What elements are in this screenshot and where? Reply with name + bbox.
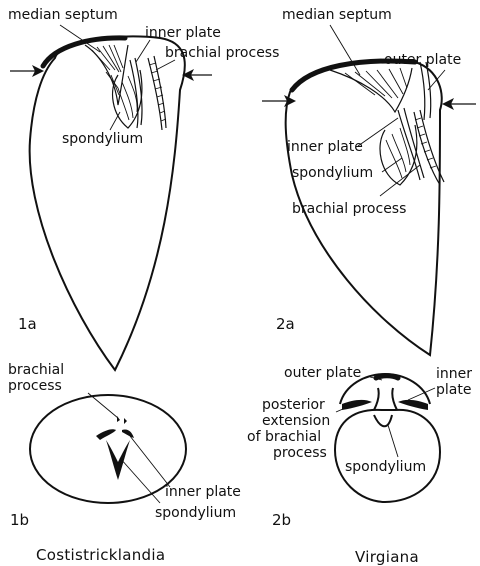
brachial-process-1b bbox=[117, 416, 127, 424]
section-arrow-right-1a bbox=[182, 69, 212, 81]
shell-outline-1a bbox=[30, 36, 185, 370]
figure-1a: median septum inner plate brachial proce… bbox=[8, 7, 279, 370]
median-septum-hatching-2a bbox=[345, 68, 407, 98]
outer-plate-thick-2b bbox=[376, 376, 398, 378]
leader-brachial-process-1b bbox=[88, 393, 118, 418]
leader-spondylium-1b bbox=[120, 458, 160, 503]
section-arrow-right-2a bbox=[442, 98, 476, 110]
figure-2a: median septum outer plate inner plate sp… bbox=[262, 7, 476, 355]
figure-number-1a: 1a bbox=[18, 315, 37, 333]
spondylium-2b bbox=[374, 388, 397, 426]
brachial-process-1a bbox=[148, 56, 166, 130]
label-posterior-2b: posterior bbox=[262, 397, 325, 413]
label-inner-plate-1a: inner plate bbox=[145, 25, 221, 41]
section-arrow-left-2a bbox=[262, 95, 296, 107]
leader-outer-plate-2a bbox=[428, 70, 445, 90]
genus-right: Virgiana bbox=[355, 548, 419, 566]
section-arrow-left-1a bbox=[10, 65, 44, 77]
posterior-extension-left-2b bbox=[342, 400, 372, 410]
inner-plate-1b bbox=[96, 429, 134, 440]
label-inner-plate-2a: inner plate bbox=[287, 139, 363, 155]
label-brachial-1b: brachial bbox=[8, 362, 64, 378]
median-septum-hatching-1a bbox=[92, 45, 123, 95]
median-septum-1a bbox=[85, 45, 128, 105]
median-septum-2a bbox=[330, 68, 412, 112]
posterior-extension-right-2b bbox=[398, 400, 428, 410]
label-spondylium-2b: spondylium bbox=[345, 459, 426, 475]
label-median-septum-2a: median septum bbox=[282, 7, 392, 23]
label-brachial-process-1a: brachial process bbox=[165, 45, 279, 61]
label-brachial-process-2a: brachial process bbox=[292, 201, 406, 217]
figure-2b: outer plate inner plate posterior extens… bbox=[247, 365, 472, 529]
label-spondylium-1a: spondylium bbox=[62, 131, 143, 147]
label-inner-plate-1b: inner plate bbox=[165, 484, 241, 500]
label-of-brachial-2b: of brachial bbox=[247, 429, 321, 445]
label-process-2b: process bbox=[273, 445, 327, 461]
figure-number-2b: 2b bbox=[272, 511, 291, 529]
figure-number-2a: 2a bbox=[276, 315, 295, 333]
leader-spondylium-1a bbox=[110, 112, 120, 130]
genus-left: Costistricklandia bbox=[36, 546, 165, 564]
label-outer-plate-2b: outer plate bbox=[284, 365, 361, 381]
label-spondylium-2a: spondylium bbox=[292, 165, 373, 181]
label-inner-2b: inner bbox=[436, 366, 472, 382]
figure-number-1b: 1b bbox=[10, 511, 29, 529]
leader-spondylium-2b bbox=[388, 425, 398, 457]
label-spondylium-1b: spondylium bbox=[155, 505, 236, 521]
leader-brachial-process-1a bbox=[156, 60, 175, 70]
cross-section-1b bbox=[30, 395, 186, 503]
label-extension-2b: extension bbox=[262, 413, 330, 429]
label-median-septum-1a: median septum bbox=[8, 7, 118, 23]
figure-1b: brachial process inner plate spondylium … bbox=[8, 362, 241, 529]
label-process-1b: process bbox=[8, 378, 62, 394]
leader-inner-plate-2a bbox=[358, 118, 398, 146]
spondylium-1b bbox=[106, 440, 130, 480]
label-plate-2b: plate bbox=[436, 382, 471, 398]
label-outer-plate-2a: outer plate bbox=[384, 52, 461, 68]
leader-inner-plate-1b bbox=[130, 436, 170, 487]
